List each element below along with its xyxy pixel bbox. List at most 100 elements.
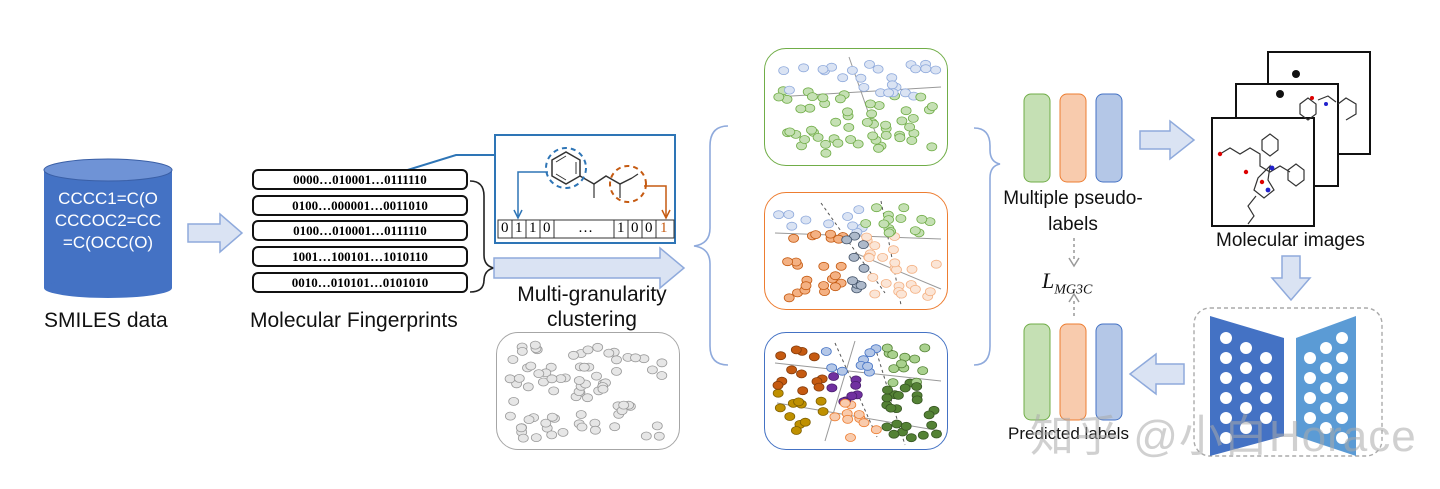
data-point [888, 364, 900, 373]
data-point [820, 148, 832, 158]
data-point [845, 433, 856, 442]
fingerprint-row: 0010…010101…0101010 [252, 272, 468, 293]
smiles-line-3: =C(OCC(O) [62, 233, 154, 252]
data-point [904, 122, 916, 132]
data-point [930, 65, 942, 75]
data-point [909, 284, 921, 294]
data-point [896, 289, 907, 299]
arrow-images-to-cnn [1270, 255, 1312, 302]
data-point [881, 393, 893, 403]
molecular-images-stack [1211, 51, 1371, 227]
data-point [651, 421, 663, 431]
fingerprint-row: 0100…010001…0111110 [252, 220, 468, 241]
unclustered-panel [496, 332, 680, 450]
data-point [895, 214, 907, 223]
cluster-panel-blue [764, 332, 948, 450]
data-point [513, 374, 525, 383]
smiles-line-2: CCCOC2=CC [54, 211, 162, 230]
data-point [864, 59, 875, 69]
bit-1: 1 [515, 220, 523, 236]
bit-7: 0 [645, 220, 653, 236]
data-point [611, 367, 622, 376]
panels-brace-right [973, 127, 1001, 366]
bit-2: 1 [529, 220, 537, 236]
data-point [504, 411, 516, 421]
data-point [931, 429, 942, 439]
data-point [926, 142, 938, 152]
data-point [909, 354, 921, 364]
data-point [930, 259, 942, 269]
fingerprint-row: 1001…100101…1010110 [252, 246, 468, 267]
data-point [865, 99, 876, 109]
data-point [861, 118, 873, 127]
data-point [853, 410, 865, 419]
data-point [864, 348, 876, 358]
data-point [582, 393, 593, 403]
data-point [653, 431, 665, 441]
data-point [773, 210, 785, 220]
data-point [880, 279, 892, 288]
data-point [858, 83, 870, 92]
data-point [867, 273, 879, 282]
data-point [546, 430, 558, 440]
data-point [576, 422, 588, 432]
fingerprint-row: 0000…010001…0111110 [252, 169, 468, 190]
data-point [507, 355, 519, 364]
substructure-icon [497, 147, 675, 239]
data-point [815, 396, 827, 406]
data-point [842, 414, 854, 424]
data-point [910, 64, 922, 74]
data-point [820, 139, 831, 149]
smiles-line-1: CCCC1=C(O [58, 189, 158, 208]
watermark: 知乎 @小白Horace [1030, 412, 1417, 461]
fingerprints-label: Molecular Fingerprints [250, 309, 458, 332]
data-point [793, 397, 804, 407]
data-point [557, 428, 569, 437]
data-point [858, 418, 870, 428]
data-point [810, 230, 822, 239]
predicted-label-bars [1023, 323, 1123, 421]
data-point [891, 419, 903, 429]
data-point [591, 371, 602, 381]
data-point [900, 421, 912, 431]
cluster-panel-orange [764, 192, 948, 310]
data-point [784, 127, 796, 137]
data-point [873, 143, 884, 153]
arrow-smiles-to-fingerprints [187, 212, 244, 254]
cluster-points-blue [772, 340, 942, 446]
pseudo-label-bars [1023, 93, 1123, 183]
panels-brace [693, 125, 729, 366]
cluster-boundary [834, 342, 878, 438]
data-point [823, 219, 834, 229]
data-point [860, 219, 872, 228]
data-point [533, 369, 545, 378]
data-point [917, 366, 929, 375]
data-point [774, 403, 786, 413]
data-point [892, 391, 904, 400]
loss-symbol: L [1042, 268, 1055, 293]
data-point [522, 382, 534, 392]
data-point [917, 430, 929, 440]
data-point [848, 252, 860, 262]
data-point [858, 240, 869, 249]
data-point [846, 391, 858, 401]
data-point [919, 343, 931, 353]
data-point [883, 228, 895, 238]
data-point [783, 293, 795, 303]
data-point [508, 397, 520, 406]
data-point [783, 85, 795, 95]
data-point [924, 287, 936, 297]
data-point [808, 352, 820, 362]
data-point [782, 257, 794, 267]
data-point [873, 101, 885, 110]
data-point [869, 289, 881, 299]
data-point [783, 210, 795, 219]
data-point [871, 203, 882, 213]
data-point [546, 374, 558, 384]
data-point [867, 131, 879, 141]
data-point [887, 350, 899, 360]
data-point [817, 93, 829, 103]
predicted-labels-label: Predicted labels [1008, 424, 1129, 443]
data-point [883, 88, 894, 98]
data-point [800, 215, 812, 225]
